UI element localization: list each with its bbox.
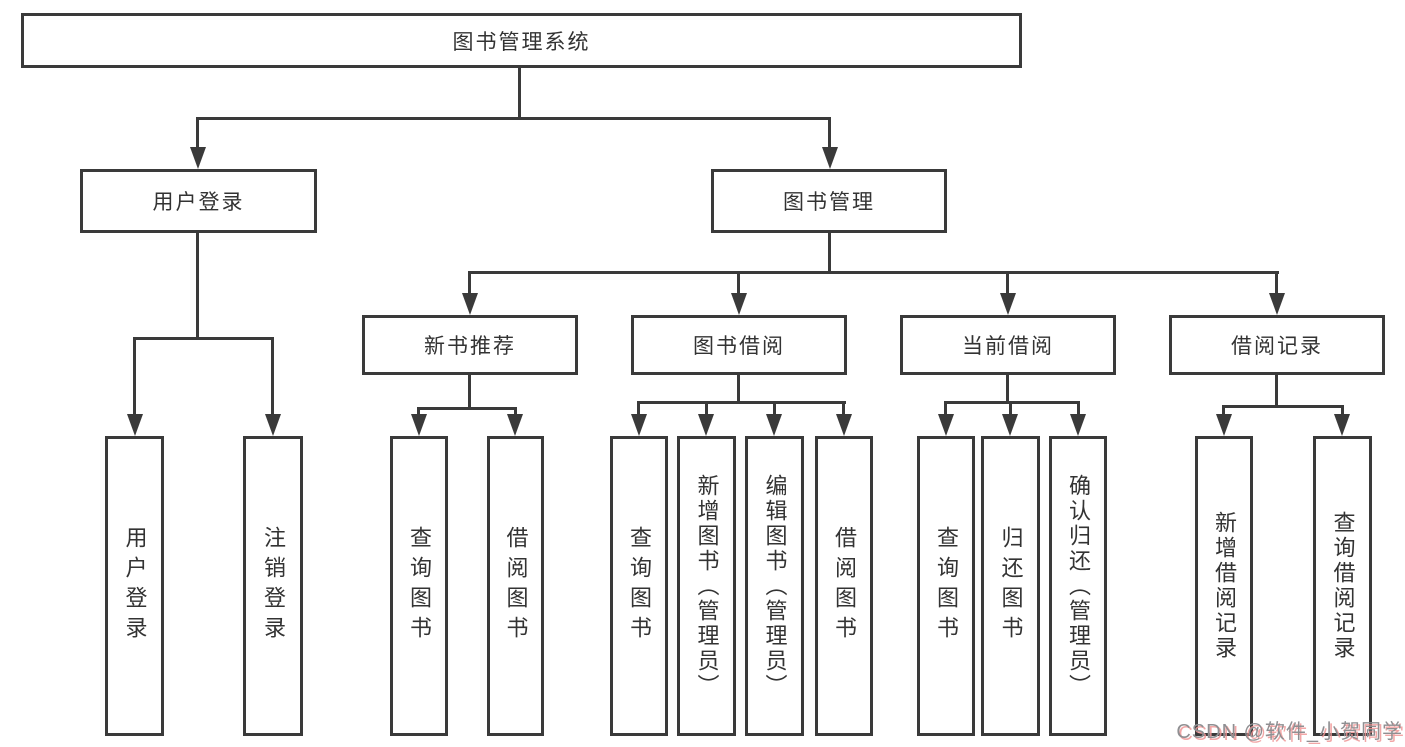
- arrowhead-leaf-edit-books-icon: [766, 414, 782, 436]
- leaf-add-borrow-record: 新增借阅记录: [1195, 436, 1253, 736]
- edge-to-current-borrow: [1006, 271, 1009, 298]
- edge-new-book-recommend-rail: [417, 407, 517, 410]
- edge-user-login-rail: [133, 337, 274, 340]
- edge-to-leaf-query-borrow-record: [1341, 405, 1344, 420]
- arrowhead-leaf-query-books-2-icon: [631, 414, 647, 436]
- leaf-logout: 注销登录: [243, 436, 303, 736]
- edge-borrow-records-rail: [1222, 405, 1344, 408]
- arrowhead-leaf-query-borrow-record-icon: [1334, 414, 1350, 436]
- arrowhead-borrow-records-icon: [1269, 293, 1285, 315]
- edge-current-borrow-rail: [944, 401, 1080, 404]
- edge-root-rail: [196, 117, 831, 120]
- edge-current-borrow-stem: [1006, 375, 1009, 404]
- leaf-add-borrow-record-label: 新增借阅记录: [1212, 511, 1237, 661]
- node-new-book-recommend-label: 新书推荐: [424, 335, 516, 358]
- node-borrow-records-label: 借阅记录: [1231, 335, 1323, 358]
- edge-to-leaf-borrow-books-1: [514, 407, 517, 420]
- leaf-add-books-admin: 新增图书（管理员）: [677, 436, 736, 736]
- leaf-query-borrow-record-label: 查询借阅记录: [1330, 511, 1356, 661]
- node-root-label: 图书管理系统: [452, 30, 591, 54]
- edge-to-leaf-query-books-2: [637, 401, 640, 420]
- arrowhead-leaf-borrow-books-2-icon: [836, 414, 852, 436]
- node-current-borrow-label: 当前借阅: [962, 335, 1054, 358]
- edge-to-leaf-edit-books: [773, 401, 776, 420]
- edge-book-borrow-rail: [637, 401, 846, 404]
- edge-to-leaf-borrow-books-2: [842, 401, 845, 420]
- edge-book-management-stem: [828, 232, 831, 274]
- edge-root-stem: [518, 68, 521, 119]
- node-book-management: 图书管理: [711, 169, 947, 233]
- edge-user-login-stem: [196, 232, 199, 340]
- leaf-return-books-label: 归还图书: [998, 526, 1024, 646]
- leaf-confirm-return-admin: 确认归还（管理员）: [1049, 436, 1107, 736]
- edge-to-leaf-return-books: [1009, 401, 1012, 420]
- edge-to-book-management: [828, 117, 831, 152]
- leaf-confirm-return-admin-label: 确认归还（管理员）: [1066, 473, 1091, 699]
- arrowhead-leaf-logout-icon: [265, 414, 281, 436]
- leaf-borrow-books-1-label: 借阅图书: [503, 526, 529, 646]
- edge-to-user-login: [196, 117, 199, 152]
- node-borrow-records: 借阅记录: [1169, 315, 1385, 375]
- edge-new-book-recommend-stem: [468, 375, 471, 410]
- leaf-edit-books-admin-label: 编辑图书（管理员）: [762, 473, 788, 699]
- node-book-borrow: 图书借阅: [631, 315, 847, 375]
- edge-to-leaf-user-login: [133, 337, 136, 420]
- node-user-login: 用户登录: [80, 169, 317, 233]
- arrowhead-leaf-query-books-3-icon: [938, 414, 954, 436]
- leaf-query-books-1: 查询图书: [390, 436, 448, 736]
- leaf-query-books-3-label: 查询图书: [934, 526, 959, 646]
- arrowhead-current-borrow-icon: [1000, 293, 1016, 315]
- edge-book-management-rail: [468, 271, 1279, 274]
- edge-to-borrow-records: [1275, 271, 1278, 298]
- leaf-query-books-1-label: 查询图书: [407, 526, 432, 646]
- edge-to-new-book-recommend: [468, 271, 471, 298]
- leaf-query-books-3: 查询图书: [917, 436, 975, 736]
- leaf-logout-label: 注销登录: [261, 526, 286, 646]
- leaf-add-books-admin-label: 新增图书（管理员）: [694, 473, 720, 699]
- arrowhead-leaf-user-login-icon: [127, 414, 143, 436]
- edge-to-leaf-query-books-1: [417, 407, 420, 420]
- edge-to-leaf-add-borrow-record: [1222, 405, 1225, 420]
- leaf-borrow-books-2: 借阅图书: [815, 436, 873, 736]
- arrowhead-leaf-add-borrow-record-icon: [1216, 414, 1232, 436]
- node-user-login-label: 用户登录: [152, 191, 245, 214]
- leaf-query-books-2-label: 查询图书: [627, 526, 652, 646]
- arrowhead-book-management-icon: [822, 147, 838, 169]
- arrowhead-user-login-icon: [190, 147, 206, 169]
- leaf-borrow-books-1: 借阅图书: [487, 436, 544, 736]
- edge-borrow-records-stem: [1275, 375, 1278, 408]
- leaf-borrow-books-2-label: 借阅图书: [832, 526, 857, 646]
- arrowhead-leaf-return-books-icon: [1002, 414, 1018, 436]
- leaf-user-login: 用户登录: [105, 436, 164, 736]
- edge-to-book-borrow: [737, 271, 740, 298]
- arrowhead-leaf-query-books-1-icon: [411, 414, 427, 436]
- edge-to-leaf-add-books: [705, 401, 708, 420]
- arrowhead-new-book-recommend-icon: [462, 293, 478, 315]
- arrowhead-leaf-borrow-books-1-icon: [507, 414, 523, 436]
- arrowhead-leaf-confirm-return-icon: [1070, 414, 1086, 436]
- node-new-book-recommend: 新书推荐: [362, 315, 578, 375]
- arrowhead-book-borrow-icon: [731, 293, 747, 315]
- leaf-query-borrow-record: 查询借阅记录: [1313, 436, 1372, 736]
- node-root: 图书管理系统: [21, 13, 1022, 68]
- leaf-return-books: 归还图书: [981, 436, 1040, 736]
- node-book-borrow-label: 图书借阅: [693, 335, 785, 358]
- leaf-query-books-2: 查询图书: [610, 436, 668, 736]
- csdn-watermark: CSDN @软件_小贺同学: [1176, 721, 1403, 743]
- arrowhead-leaf-add-books-icon: [698, 414, 714, 436]
- node-current-borrow: 当前借阅: [900, 315, 1116, 375]
- node-book-management-label: 图书管理: [783, 191, 875, 214]
- leaf-user-login-label: 用户登录: [122, 526, 148, 646]
- edge-book-borrow-stem: [737, 375, 740, 404]
- edge-to-leaf-query-books-3: [944, 401, 947, 420]
- edge-to-leaf-confirm-return: [1077, 401, 1080, 420]
- leaf-edit-books-admin: 编辑图书（管理员）: [745, 436, 804, 736]
- edge-to-leaf-logout: [271, 337, 274, 420]
